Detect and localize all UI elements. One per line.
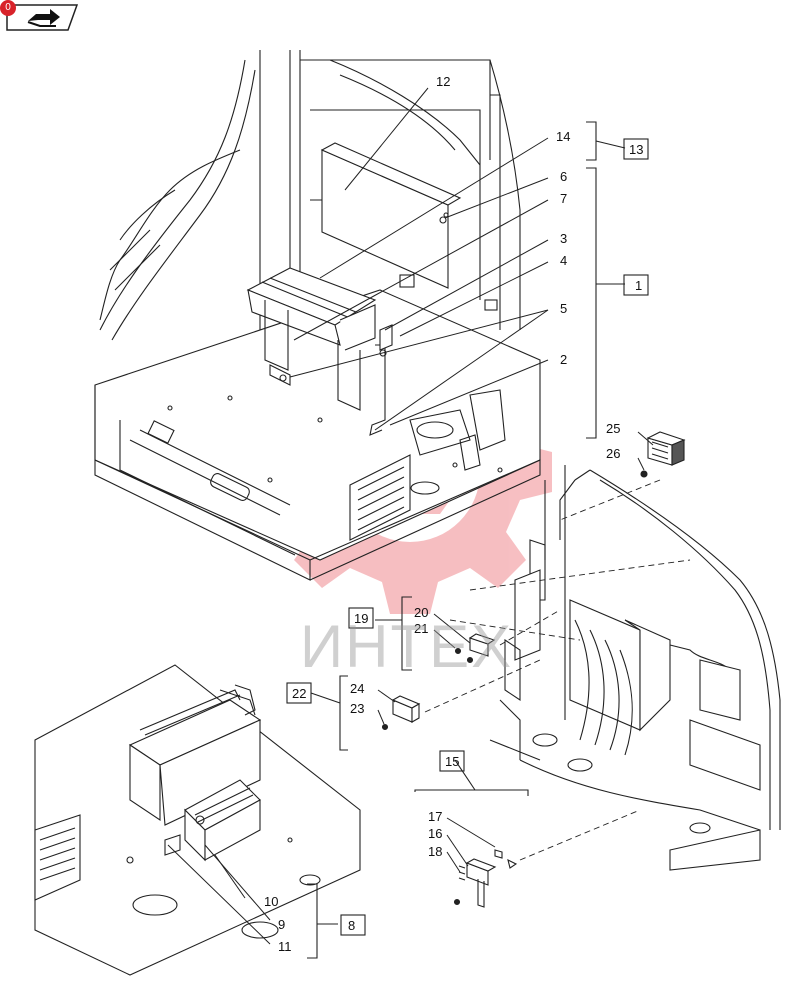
callout-26: 26 xyxy=(606,446,620,461)
callout-21: 21 xyxy=(414,621,428,636)
nav-tab[interactable]: 0 xyxy=(0,0,79,31)
callout-9: 9 xyxy=(278,917,285,932)
callout-box-1 xyxy=(623,274,649,296)
callout-24: 24 xyxy=(350,681,364,696)
upper-assembly xyxy=(94,50,541,581)
nav-tab-frame xyxy=(6,4,79,31)
callout-4: 4 xyxy=(560,253,567,268)
callout-box-8 xyxy=(340,914,366,936)
callout-box-19 xyxy=(348,607,374,629)
explosion-lines xyxy=(424,479,691,861)
callout-18: 18 xyxy=(428,844,442,859)
callout-7: 7 xyxy=(560,191,567,206)
callout-10: 10 xyxy=(264,894,278,909)
module-part-24 xyxy=(381,695,421,731)
callout-box-22 xyxy=(286,682,312,704)
book-arrow-icon xyxy=(27,9,60,27)
callout-1: 1 xyxy=(635,278,642,293)
callout-13: 13 xyxy=(629,142,643,157)
callout-23: 23 xyxy=(350,701,364,716)
callout-20: 20 xyxy=(414,605,428,620)
sensor-part-16 xyxy=(453,849,518,908)
nav-badge: 0 xyxy=(0,0,16,16)
callout-17: 17 xyxy=(428,809,442,824)
group-brackets xyxy=(307,121,626,959)
callout-labels: 1 2 3 4 5 6 7 8 9 10 11 12 13 14 15 16 1… xyxy=(264,74,643,954)
callout-19: 19 xyxy=(354,611,368,626)
callout-11: 11 xyxy=(278,939,292,954)
callout-22: 22 xyxy=(292,686,306,701)
callout-16: 16 xyxy=(428,826,442,841)
callout-15: 15 xyxy=(445,754,459,769)
callout-box-13 xyxy=(623,138,649,160)
callout-5: 5 xyxy=(560,301,567,316)
callout-6: 6 xyxy=(560,169,567,184)
callout-boxes xyxy=(286,138,649,936)
leader-lines xyxy=(167,87,654,945)
callout-12: 12 xyxy=(436,74,450,89)
callout-2: 2 xyxy=(560,352,567,367)
relay-part xyxy=(640,431,686,478)
connector-part-20 xyxy=(454,633,496,664)
callout-box-15 xyxy=(439,750,465,772)
callout-3: 3 xyxy=(560,231,567,246)
right-assembly xyxy=(489,465,781,871)
callout-8: 8 xyxy=(348,918,355,933)
callout-25: 25 xyxy=(606,421,620,436)
lower-left-assembly xyxy=(34,664,361,976)
callout-14: 14 xyxy=(556,129,570,144)
